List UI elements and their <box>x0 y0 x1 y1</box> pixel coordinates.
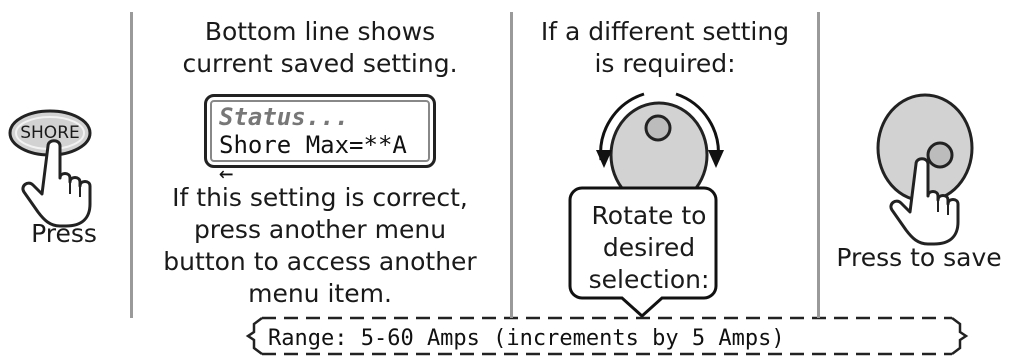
press-to-save-caption: Press to save <box>836 243 1002 272</box>
divider-3 <box>817 12 820 318</box>
step2-note-line3: button to access another <box>163 247 477 276</box>
lcd-setting-line: Shore Max=**A ← <box>219 131 407 187</box>
callout-line2: desired <box>602 233 696 262</box>
callout-bubble <box>568 186 718 319</box>
lcd-display: Status... Shore Max=**A ← <box>204 94 436 187</box>
step2-intro-line2: current saved setting. <box>182 49 458 78</box>
press-knob-icon <box>876 93 974 203</box>
shore-button-label: SHORE <box>20 123 80 143</box>
step2-note-line1: If this setting is correct, <box>172 183 468 212</box>
divider-1 <box>130 12 133 318</box>
range-box <box>245 316 969 356</box>
hand-pointer-icon-save <box>889 157 960 246</box>
press-caption: Press <box>31 219 97 248</box>
step3-intro-line2: is required: <box>594 49 736 78</box>
range-note: Range: 5-60 Amps (increments by 5 Amps) <box>268 326 785 351</box>
step2-note-line4: menu item. <box>248 279 392 308</box>
step2-intro-line1: Bottom line shows <box>204 17 436 46</box>
callout-line3: selection: <box>588 265 710 294</box>
divider-2 <box>510 12 513 318</box>
step3-intro-line1: If a different setting <box>540 17 790 46</box>
rotate-arrows-icon <box>596 92 724 168</box>
step2-note-line2: press another menu <box>193 215 447 244</box>
lcd-status-line: Status... <box>219 103 350 131</box>
hand-pointer-icon <box>21 139 92 228</box>
callout-line1: Rotate to <box>591 201 707 230</box>
